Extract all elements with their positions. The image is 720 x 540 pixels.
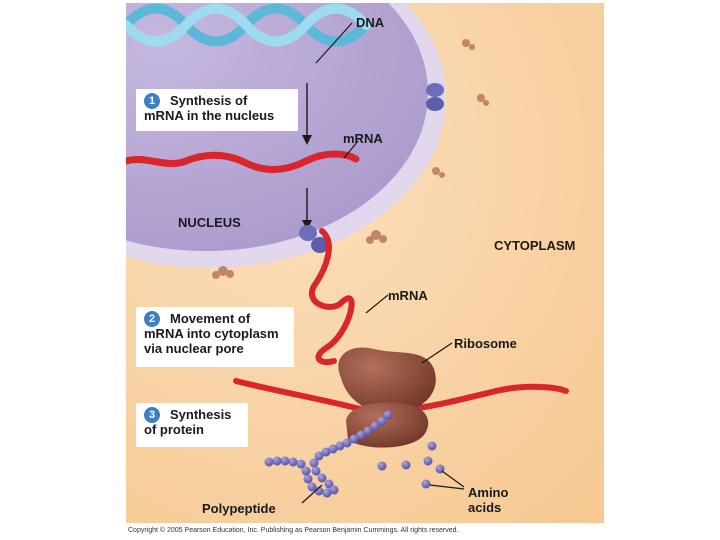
dna-helix — [126, 3, 371, 47]
step-1-badge: 1 — [144, 93, 160, 109]
mrna-strand-nucleus — [126, 150, 360, 174]
mrna-strand-cytoplasm — [308, 228, 355, 366]
ribosome-leader — [421, 342, 453, 364]
step-1-box: 1 Synthesis of mRNA in the nucleus — [136, 89, 298, 131]
step-2-badge: 2 — [144, 311, 160, 327]
step-3-badge: 3 — [144, 407, 160, 423]
copyright-notice: Copyright © 2005 Pearson Education, Inc.… — [128, 527, 459, 534]
mrna-label-top: mRNA — [343, 131, 383, 146]
cytoplasm-specks — [212, 39, 489, 279]
polypeptide-leader — [301, 484, 323, 504]
dna-leader-line — [315, 22, 353, 64]
polypeptide-label: Polypeptide — [202, 501, 276, 516]
nucleus-label: NUCLEUS — [178, 215, 241, 230]
step-2-box: 2 Movement of mRNA into cytoplasm via nu… — [136, 307, 294, 367]
amino-acid-leaders — [429, 470, 465, 490]
dna-label: DNA — [356, 15, 385, 30]
step-3-box: 3 Synthesis of protein — [136, 403, 248, 447]
amino-acids-line1: Amino — [468, 485, 509, 500]
free-amino-acids — [377, 441, 445, 489]
cytoplasm-label: CYTOPLASM — [494, 238, 576, 253]
mrna-leader-top — [343, 140, 359, 159]
step-3-line1: Synthesis — [170, 407, 232, 422]
step-2-line1: Movement of — [170, 311, 251, 326]
step-2-line2: mRNA into cytoplasm — [144, 326, 279, 341]
amino-acids-line2: acids — [468, 500, 502, 515]
step-1-line2: mRNA in the nucleus — [144, 108, 275, 123]
step-2-line3: via nuclear pore — [144, 341, 244, 356]
nuclear-pore-bottom — [299, 225, 329, 253]
mrna-leader-mid — [365, 294, 389, 314]
arrow-export — [302, 188, 312, 230]
nuclear-pore-top — [426, 83, 444, 111]
ribosome — [338, 347, 436, 448]
amino-acids-label: Amino acids — [468, 485, 508, 515]
step-1-line1: Synthesis of — [170, 93, 248, 108]
step-3-line2: of protein — [144, 422, 204, 437]
transcription-translation-figure: DNA mRNA NUCLEUS CYTOPLASM mRNA Ribosome… — [126, 3, 604, 523]
mrna-label-mid: mRNA — [388, 288, 428, 303]
arrow-transcription — [302, 83, 312, 145]
ribosome-label: Ribosome — [454, 336, 517, 351]
polypeptide-chain — [264, 410, 393, 498]
